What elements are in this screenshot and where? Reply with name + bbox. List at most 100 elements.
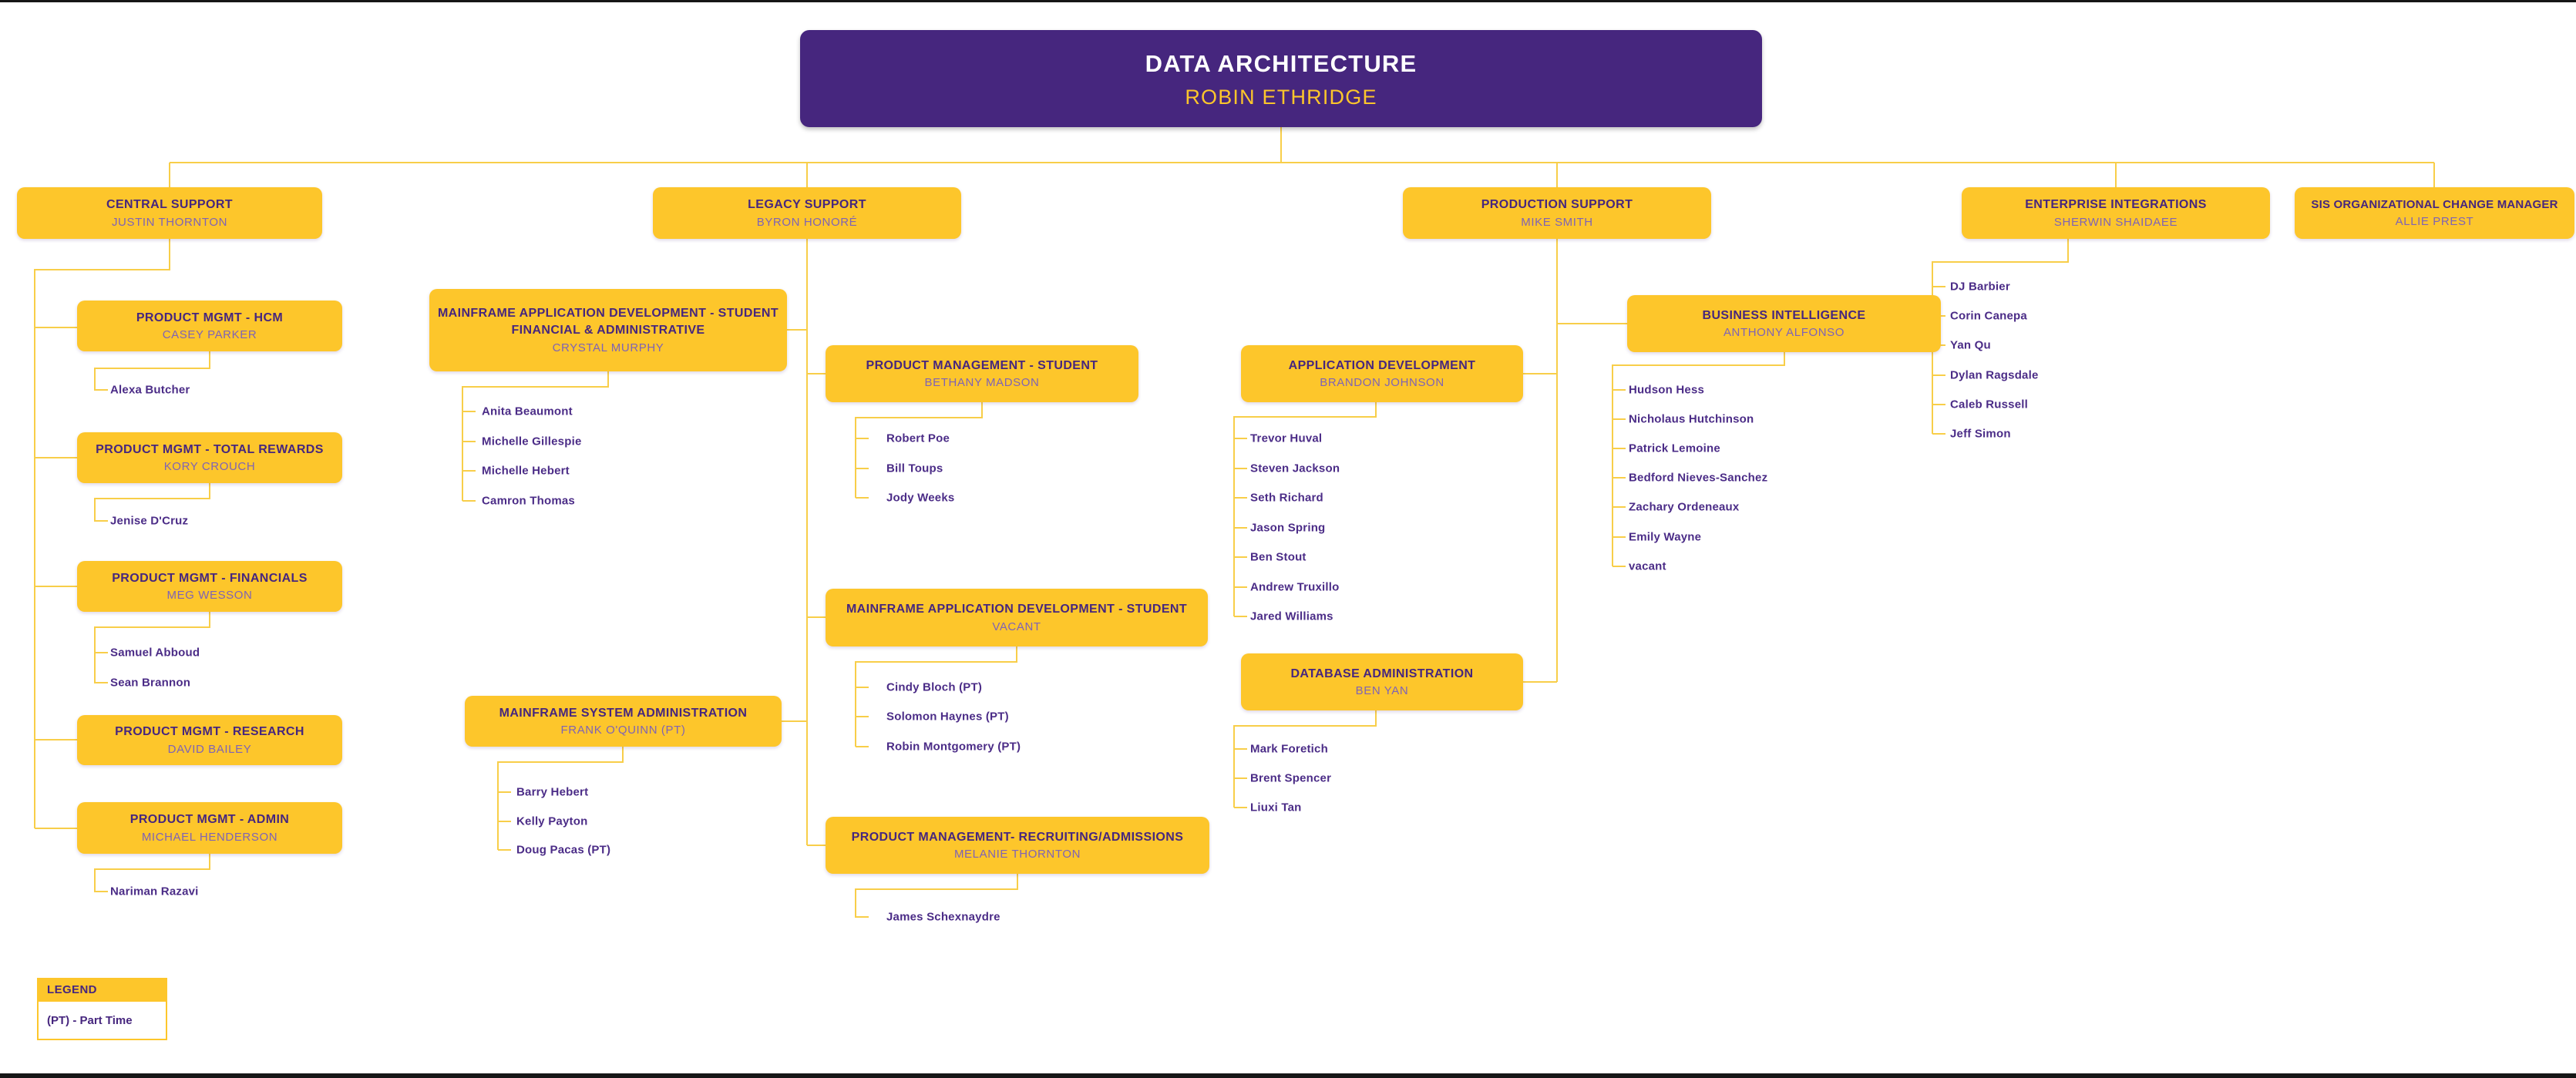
org-box-manager: FRANK O'QUINN (PT) xyxy=(560,724,686,737)
staff-name: Ben Stout xyxy=(1250,550,1306,564)
org-box-title: DATABASE ADMINISTRATION xyxy=(1290,667,1474,680)
org-box-manager: BYRON HONORÉ xyxy=(756,215,858,229)
org-box-title: CENTRAL SUPPORT xyxy=(106,198,233,212)
legend: LEGEND (PT) - Part Time xyxy=(37,978,167,1040)
staff-name: Nicholaus Hutchinson xyxy=(1629,412,1754,426)
org-box-title: PRODUCT MGMT - FINANCIALS xyxy=(112,571,308,585)
staff-name: Corin Canepa xyxy=(1950,309,2027,323)
org-box-application-development: APPLICATION DEVELOPMENT BRANDON JOHNSON xyxy=(1241,345,1523,402)
org-box-product-mgmt-admin: PRODUCT MGMT - ADMIN MICHAEL HENDERSON xyxy=(77,802,342,854)
org-box-product-mgmt-total-rewards: PRODUCT MGMT - TOTAL REWARDS KORY CROUCH xyxy=(77,432,342,483)
org-box-legacy-support: LEGACY SUPPORT BYRON HONORÉ xyxy=(653,187,961,239)
org-box-title: PRODUCT MANAGEMENT- RECRUITING/ADMISSION… xyxy=(851,830,1184,844)
staff-name: vacant xyxy=(1629,559,1666,573)
staff-name: Steven Jackson xyxy=(1250,462,1340,475)
org-box-central-support: CENTRAL SUPPORT JUSTIN THORNTON xyxy=(17,187,322,239)
org-box-manager: JUSTIN THORNTON xyxy=(111,215,228,229)
org-box-title: PRODUCT MGMT - RESEARCH xyxy=(115,725,304,739)
legend-title: LEGEND xyxy=(37,978,167,1002)
staff-name: Patrick Lemoine xyxy=(1629,442,1720,455)
org-box-mainframe-app-dev-student: MAINFRAME APPLICATION DEVELOPMENT - STUD… xyxy=(826,589,1208,646)
org-box-product-mgmt-research: PRODUCT MGMT - RESEARCH DAVID BAILEY xyxy=(77,715,342,765)
staff-name: Mark Foretich xyxy=(1250,742,1328,756)
staff-name: Michelle Hebert xyxy=(482,464,570,478)
staff-name: Jenise D'Cruz xyxy=(110,514,189,528)
org-box-title: BUSINESS INTELLIGENCE xyxy=(1702,308,1866,322)
org-box-manager: ALLIE PREST xyxy=(2395,215,2474,229)
org-box-sis-org-change-manager: SIS ORGANIZATIONAL CHANGE MANAGER ALLIE … xyxy=(2295,187,2574,239)
staff-name: Jeff Simon xyxy=(1950,427,2011,441)
org-box-product-mgmt-hcm: PRODUCT MGMT - HCM CASEY PARKER xyxy=(77,301,342,351)
org-box-product-management-recruiting-admissions: PRODUCT MANAGEMENT- RECRUITING/ADMISSION… xyxy=(826,817,1209,874)
org-box-manager: ANTHONY ALFONSO xyxy=(1723,326,1845,340)
staff-name: Jared Williams xyxy=(1250,610,1333,623)
staff-name: Hudson Hess xyxy=(1629,383,1705,397)
org-box-manager: BRANDON JOHNSON xyxy=(1320,376,1444,390)
staff-name: Robin Montgomery (PT) xyxy=(886,740,1021,754)
top-border xyxy=(0,0,2576,2)
org-box-manager: BEN YAN xyxy=(1355,684,1409,698)
staff-name: Bedford Nieves-Sanchez xyxy=(1629,471,1768,485)
staff-name: Yan Qu xyxy=(1950,338,1991,352)
org-box-data-architecture: DATA ARCHITECTURE ROBIN ETHRIDGE xyxy=(800,30,1762,127)
staff-name: Emily Wayne xyxy=(1629,530,1702,544)
staff-name: Jody Weeks xyxy=(886,491,955,505)
org-box-manager: MEG WESSON xyxy=(166,589,253,603)
org-box-manager: MICHAEL HENDERSON xyxy=(141,830,278,844)
staff-name: DJ Barbier xyxy=(1950,280,2010,294)
staff-name: Trevor Huval xyxy=(1250,432,1323,445)
staff-name: Liuxi Tan xyxy=(1250,801,1302,814)
org-box-title: PRODUCT MANAGEMENT - STUDENT xyxy=(866,358,1098,372)
org-box-title: PRODUCT MGMT - ADMIN xyxy=(129,813,290,827)
org-box-product-management-student: PRODUCT MANAGEMENT - STUDENT BETHANY MAD… xyxy=(826,345,1138,402)
org-box-manager: MELANIE THORNTON xyxy=(953,848,1081,861)
org-box-business-intelligence: BUSINESS INTELLIGENCE ANTHONY ALFONSO xyxy=(1627,295,1941,352)
staff-name: Jason Spring xyxy=(1250,521,1326,535)
staff-name: Solomon Haynes (PT) xyxy=(886,710,1009,724)
staff-name: Caleb Russell xyxy=(1950,398,2028,411)
staff-name: James Schexnaydre xyxy=(886,910,1000,924)
org-box-enterprise-integrations: ENTERPRISE INTEGRATIONS SHERWIN SHAIDAEE xyxy=(1962,187,2270,239)
org-box-mainframe-system-administration: MAINFRAME SYSTEM ADMINISTRATION FRANK O'… xyxy=(465,696,782,747)
org-box-manager: KORY CROUCH xyxy=(163,460,256,474)
staff-name: Michelle Gillespie xyxy=(482,435,582,448)
staff-name: Zachary Ordeneaux xyxy=(1629,500,1740,514)
staff-name: Kelly Payton xyxy=(516,814,588,828)
staff-name: Brent Spencer xyxy=(1250,771,1332,785)
org-box-title: APPLICATION DEVELOPMENT xyxy=(1288,358,1476,372)
org-box-manager: SHERWIN SHAIDAEE xyxy=(2053,215,2178,229)
staff-name: Seth Richard xyxy=(1250,491,1323,505)
staff-name: Barry Hebert xyxy=(516,785,589,799)
staff-name: Dylan Ragsdale xyxy=(1950,368,2039,382)
staff-name: Cindy Bloch (PT) xyxy=(886,680,983,694)
org-box-manager: DAVID BAILEY xyxy=(167,742,252,756)
org-box-database-administration: DATABASE ADMINISTRATION BEN YAN xyxy=(1241,653,1523,710)
org-box-title: SIS ORGANIZATIONAL CHANGE MANAGER xyxy=(2311,197,2558,211)
staff-name: Anita Beaumont xyxy=(482,405,573,418)
org-box-title: MAINFRAME APPLICATION DEVELOPMENT - STUD… xyxy=(437,307,779,337)
org-box-manager: CRYSTAL MURPHY xyxy=(552,341,664,354)
org-box-title: PRODUCT MGMT - HCM xyxy=(136,311,284,324)
org-box-manager: MIKE SMITH xyxy=(1521,215,1593,229)
org-box-manager: VACANT xyxy=(992,620,1041,633)
staff-name: Nariman Razavi xyxy=(110,885,199,898)
staff-name: Samuel Abboud xyxy=(110,646,200,660)
org-box-title: MAINFRAME APPLICATION DEVELOPMENT - STUD… xyxy=(846,603,1188,616)
org-box-title: MAINFRAME SYSTEM ADMINISTRATION xyxy=(499,706,748,720)
org-box-mainframe-app-dev-student-financial-administrative: MAINFRAME APPLICATION DEVELOPMENT - STUD… xyxy=(429,289,787,371)
org-box-product-mgmt-financials: PRODUCT MGMT - FINANCIALS MEG WESSON xyxy=(77,561,342,612)
staff-name: Sean Brannon xyxy=(110,676,191,690)
bottom-border xyxy=(0,1073,2576,1078)
org-box-manager: BETHANY MADSON xyxy=(924,376,1040,390)
org-box-title: LEGACY SUPPORT xyxy=(748,198,866,212)
org-box-manager: ROBIN ETHRIDGE xyxy=(1185,85,1377,109)
org-box-manager: CASEY PARKER xyxy=(162,328,257,342)
staff-name: Camron Thomas xyxy=(482,494,575,508)
staff-name: Andrew Truxillo xyxy=(1250,580,1340,594)
staff-name: Alexa Butcher xyxy=(110,383,190,397)
legend-entry: (PT) - Part Time xyxy=(37,1002,167,1040)
org-box-title: PRODUCT MGMT - TOTAL REWARDS xyxy=(96,442,324,456)
org-box-production-support: PRODUCTION SUPPORT MIKE SMITH xyxy=(1403,187,1711,239)
org-box-title: DATA ARCHITECTURE xyxy=(1145,49,1417,77)
